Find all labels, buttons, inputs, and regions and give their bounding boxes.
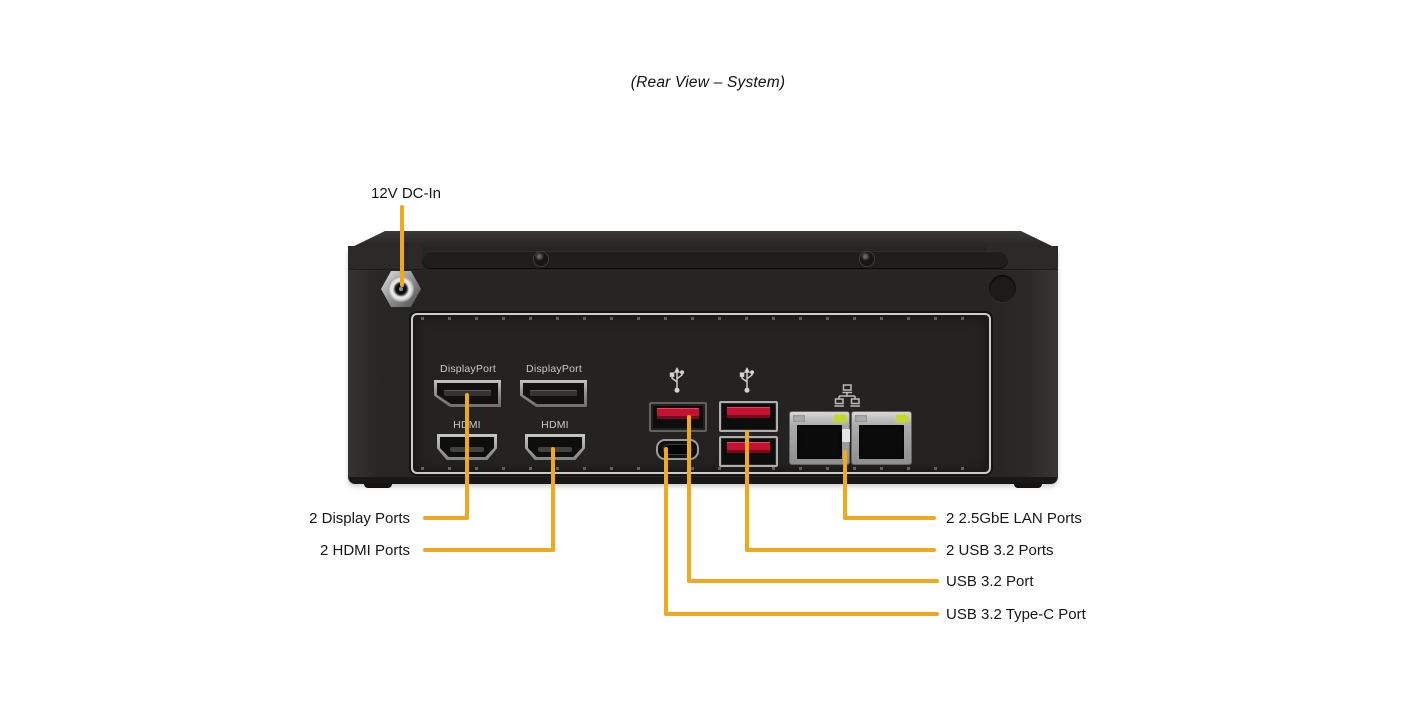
leader-line-usb-pair-v	[745, 430, 749, 552]
lid-seam	[348, 269, 1058, 271]
leader-line-lan-v	[843, 450, 847, 520]
lan-divider-tab	[842, 429, 850, 442]
callout-usb-ports: 2 USB 3.2 Ports	[946, 542, 1054, 559]
leader-line-hdmi-h	[423, 548, 555, 552]
lan-port-2	[851, 411, 912, 465]
leader-line-dc-in	[400, 205, 404, 287]
lan-port-opening	[859, 425, 904, 459]
lan-led-link	[896, 415, 908, 422]
emi-gasket-bottom	[421, 467, 981, 470]
leader-line-usb-c-v	[664, 447, 668, 616]
lid-tab-left	[348, 246, 422, 270]
emi-gasket-top	[421, 317, 981, 320]
ethernet-network-icon	[834, 384, 860, 407]
chassis-bottom-edge	[349, 477, 1057, 484]
usb-a-port	[649, 402, 707, 432]
figure-caption: (Rear View – System)	[630, 74, 786, 91]
usb-trident-icon	[669, 366, 685, 393]
usb-a-port	[719, 401, 778, 432]
leader-line-displayports-h	[423, 516, 469, 520]
usb-trident-icon	[739, 366, 755, 393]
usb-c-port	[656, 439, 699, 460]
lan-led-link	[834, 415, 846, 422]
chassis-foot	[364, 483, 392, 488]
chassis-foot	[1014, 483, 1042, 488]
callout-dc-in: 12V DC-In	[370, 185, 442, 202]
callout-usb-c-port: USB 3.2 Type-C Port	[946, 606, 1086, 623]
lan-port-1	[789, 411, 850, 465]
chassis-top-face	[348, 231, 1058, 249]
lan-port-opening	[797, 425, 842, 459]
callout-usb-port: USB 3.2 Port	[946, 573, 1034, 590]
hdmi-port-2	[525, 434, 585, 460]
screw-icon	[533, 251, 549, 267]
lan-led-activity	[793, 415, 805, 422]
callout-display-ports: 2 Display Ports	[309, 510, 410, 527]
leader-line-usb-single-h	[687, 579, 939, 583]
leader-line-usb-c-h	[664, 612, 939, 616]
displayport-label-2: DisplayPort	[526, 363, 582, 375]
leader-line-displayports-v	[465, 393, 469, 520]
lid-screw-strip	[422, 251, 1008, 269]
lan-led-activity	[855, 415, 867, 422]
callout-lan-ports: 2 2.5GbE LAN Ports	[946, 510, 1082, 527]
antenna-hole	[989, 275, 1016, 302]
hdmi-label-2: HDMI	[541, 419, 569, 431]
leader-line-usb-pair-h	[745, 548, 936, 552]
displayport-label-1: DisplayPort	[440, 363, 496, 375]
dc-in-jack-pin	[399, 287, 403, 291]
displayport-port-2	[520, 380, 587, 407]
leader-line-lan-h	[843, 516, 936, 520]
screw-icon	[859, 251, 875, 267]
callout-hdmi-ports: 2 HDMI Ports	[319, 542, 410, 559]
leader-line-usb-single-v	[687, 415, 691, 583]
leader-line-hdmi-v	[551, 447, 555, 552]
